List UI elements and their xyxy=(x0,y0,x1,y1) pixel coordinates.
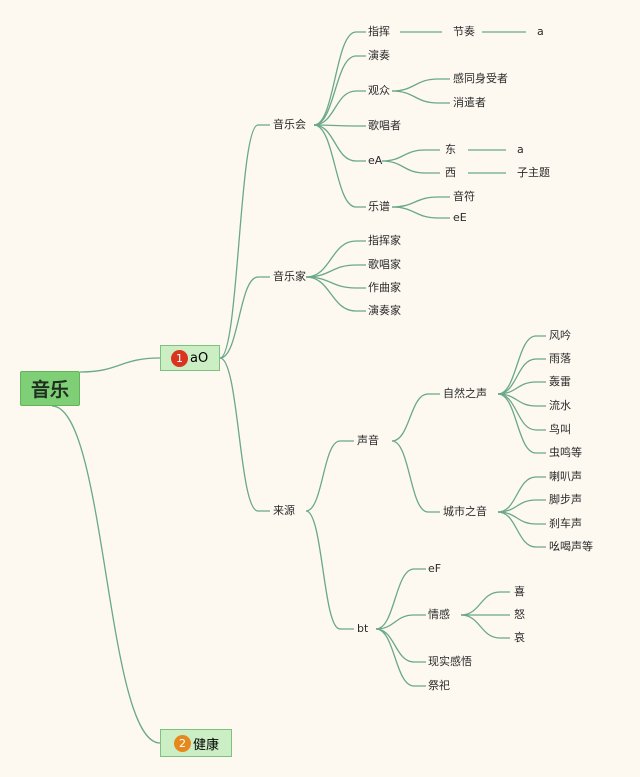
connector-line xyxy=(313,124,366,208)
node-ee[interactable]: eE xyxy=(453,211,467,224)
branch-1-label: aO xyxy=(190,350,209,366)
connector-line xyxy=(497,381,546,395)
connector-line xyxy=(391,90,450,104)
node-ea[interactable]: eA xyxy=(368,154,383,167)
node-guanzhong[interactable]: 观众 xyxy=(368,84,390,97)
node-ziran[interactable]: 自然之声 xyxy=(443,387,487,400)
connector-line xyxy=(305,264,366,278)
connector-line xyxy=(497,499,546,513)
connector-line xyxy=(497,358,546,395)
node-ai[interactable]: 哀 xyxy=(514,631,525,644)
connector-line xyxy=(375,628,426,663)
node-zizhuti[interactable]: 子主题 xyxy=(517,166,550,179)
connector-line xyxy=(391,393,440,442)
node-yinyuehui[interactable]: 音乐会 xyxy=(273,118,306,131)
connector-line xyxy=(381,160,440,174)
node-laiyuan[interactable]: 来源 xyxy=(273,504,295,517)
connector-line xyxy=(313,90,366,126)
node-jiezou[interactable]: 节奏 xyxy=(453,25,475,38)
node-honglei[interactable]: 轰雷 xyxy=(549,375,571,388)
connector-line xyxy=(497,335,546,395)
node-bt[interactable]: bt xyxy=(357,622,369,635)
connector-line xyxy=(460,614,510,639)
connector-line xyxy=(219,276,270,359)
connector-line xyxy=(375,614,426,630)
connector-line xyxy=(305,510,354,630)
node-yinfu[interactable]: 音符 xyxy=(453,190,475,203)
node-gechangjia[interactable]: 歌唱家 xyxy=(368,258,401,271)
node-yanzou[interactable]: 演奏 xyxy=(368,49,390,62)
connector-line xyxy=(497,393,546,431)
connector-line xyxy=(313,124,366,162)
node-niaojiao[interactable]: 鸟叫 xyxy=(549,423,571,436)
node-yinyuejia[interactable]: 音乐家 xyxy=(273,270,306,283)
connector-line xyxy=(79,357,161,373)
branch-node-1[interactable]: 1 aO xyxy=(160,345,220,371)
node-yanzoujia[interactable]: 演奏家 xyxy=(368,304,401,317)
connector-line xyxy=(381,149,440,162)
node-yuepu[interactable]: 乐谱 xyxy=(368,200,390,213)
node-zhihui[interactable]: 指挥 xyxy=(368,25,390,38)
root-node[interactable]: 音乐 xyxy=(20,371,80,406)
node-laba[interactable]: 喇叭声 xyxy=(549,470,582,483)
node-jisi[interactable]: 祭祀 xyxy=(428,679,450,692)
node-xi[interactable]: 西 xyxy=(445,166,456,179)
connector-line xyxy=(219,357,270,512)
node-xiaoqian[interactable]: 消遣者 xyxy=(453,96,486,109)
node-jiaobu[interactable]: 脚步声 xyxy=(549,493,582,506)
node-zhihui-a[interactable]: a xyxy=(537,25,544,38)
connector-line xyxy=(497,393,546,454)
node-gechangzhe[interactable]: 歌唱者 xyxy=(368,119,401,132)
connector-line xyxy=(313,124,366,127)
branch-2-label: 健康 xyxy=(193,737,220,753)
node-zuoqujia[interactable]: 作曲家 xyxy=(368,281,401,294)
node-dong-a[interactable]: a xyxy=(517,143,524,156)
node-xi-joy[interactable]: 喜 xyxy=(514,585,525,598)
node-chongming[interactable]: 虫鸣等 xyxy=(549,446,582,459)
node-ef[interactable]: eF xyxy=(428,562,442,575)
connector-line xyxy=(313,55,366,126)
node-xianshi[interactable]: 现实感悟 xyxy=(428,655,472,668)
root-label: 音乐 xyxy=(30,379,69,401)
connector-line xyxy=(375,568,426,630)
branch-node-2[interactable]: 2 健康 xyxy=(160,729,232,757)
node-shache[interactable]: 刹车声 xyxy=(549,517,582,530)
node-zhihuijia[interactable]: 指挥家 xyxy=(368,234,401,247)
connector-line xyxy=(375,628,426,687)
number-badge-2: 2 xyxy=(174,734,191,752)
connector-line xyxy=(391,440,440,513)
connector-line xyxy=(305,440,354,512)
connector-line xyxy=(313,31,366,126)
connector-line xyxy=(391,78,450,92)
node-qinggan[interactable]: 情感 xyxy=(428,608,450,621)
number-badge-1: 1 xyxy=(171,349,188,367)
connector-line xyxy=(305,276,366,312)
node-gantong[interactable]: 感同身受者 xyxy=(453,72,508,85)
node-yaohe[interactable]: 吆喝声等 xyxy=(549,540,593,553)
connector-line xyxy=(391,196,450,208)
node-fengyin[interactable]: 风吟 xyxy=(549,329,571,342)
node-yuluo[interactable]: 雨落 xyxy=(549,352,571,365)
node-nu[interactable]: 怒 xyxy=(514,608,525,621)
node-dong[interactable]: 东 xyxy=(445,143,456,156)
connector-line xyxy=(219,124,270,359)
node-shengyin[interactable]: 声音 xyxy=(357,434,379,447)
connector-line xyxy=(305,240,366,278)
connector-line xyxy=(497,476,546,513)
connector-line xyxy=(460,591,510,616)
connector-line xyxy=(497,511,546,548)
connector-line xyxy=(391,206,450,219)
node-chengshi[interactable]: 城市之音 xyxy=(443,505,487,518)
node-liushui[interactable]: 流水 xyxy=(549,399,571,412)
connector-line xyxy=(51,405,161,744)
